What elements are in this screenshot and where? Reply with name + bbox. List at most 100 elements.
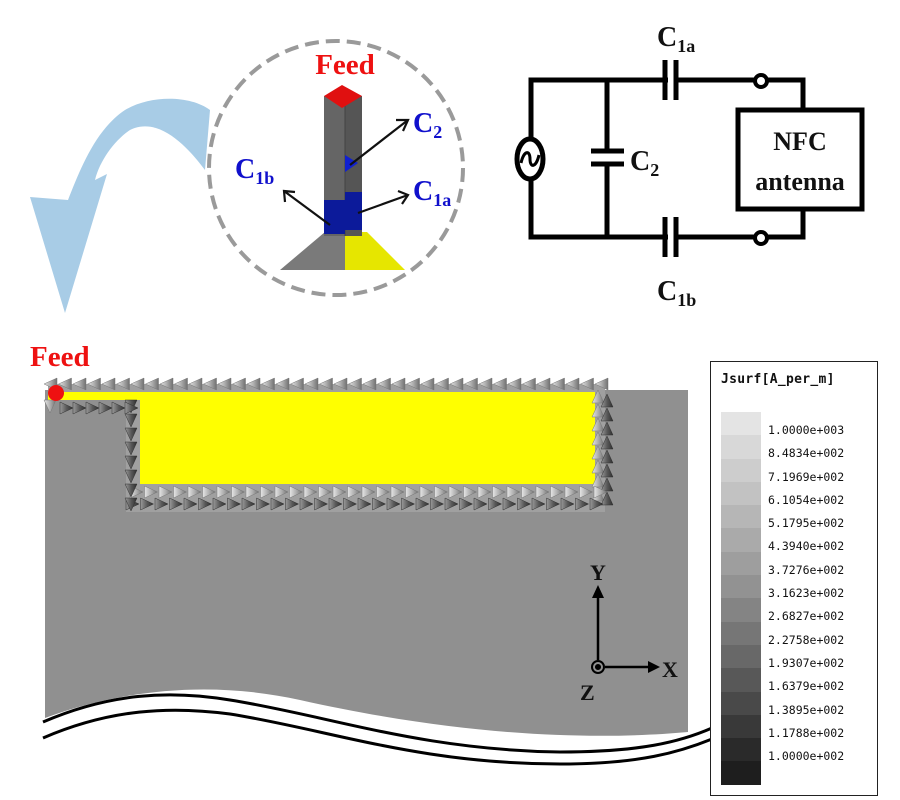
feed-top bbox=[324, 85, 362, 108]
legend-swatch bbox=[721, 644, 761, 669]
legend-label: 1.1788e+002 bbox=[768, 725, 845, 740]
current-arrow bbox=[333, 377, 348, 391]
current-arrow bbox=[332, 485, 347, 499]
current-arrow bbox=[430, 497, 445, 511]
current-arrow bbox=[600, 491, 614, 506]
legend-title: Jsurf[A_per_m] bbox=[721, 372, 835, 387]
current-arrow bbox=[579, 485, 594, 499]
legend-swatch bbox=[721, 621, 761, 645]
legend-label: 1.9307e+002 bbox=[768, 655, 845, 670]
current-arrow bbox=[57, 377, 72, 391]
current-arrow bbox=[492, 377, 507, 391]
current-arrow bbox=[434, 377, 449, 391]
current-vector-arrows bbox=[43, 377, 614, 512]
current-arrow bbox=[434, 485, 449, 499]
current-arrow bbox=[43, 399, 57, 414]
axis-x-label: X bbox=[662, 657, 678, 682]
annotation-arrows bbox=[282, 118, 410, 226]
current-arrow bbox=[600, 407, 614, 422]
current-arrow bbox=[303, 485, 318, 499]
current-arrow bbox=[256, 497, 271, 511]
current-arrow bbox=[444, 497, 459, 511]
current-arrow bbox=[594, 377, 609, 391]
current-arrow bbox=[600, 393, 614, 408]
current-arrow bbox=[202, 377, 217, 391]
axis-z-label: Z bbox=[580, 680, 595, 705]
legend-label: 3.1623e+002 bbox=[768, 586, 845, 601]
current-arrow bbox=[72, 401, 87, 415]
current-arrow bbox=[187, 485, 202, 499]
legend-swatch bbox=[721, 714, 761, 739]
current-simulation: Feed Y X Z bbox=[30, 341, 713, 766]
current-arrow bbox=[386, 497, 401, 511]
current-arrow bbox=[274, 485, 289, 499]
current-arrow bbox=[140, 497, 155, 511]
current-arrow bbox=[473, 497, 488, 511]
current-arrow bbox=[401, 497, 416, 511]
current-arrow bbox=[231, 377, 246, 391]
current-arrow bbox=[390, 485, 405, 499]
inset-c1b-label: C1b bbox=[235, 154, 274, 188]
current-arrow bbox=[101, 377, 116, 391]
current-arrow bbox=[419, 485, 434, 499]
current-arrow bbox=[488, 497, 503, 511]
current-arrow bbox=[463, 485, 478, 499]
current-arrow bbox=[376, 485, 391, 499]
current-arrow bbox=[318, 377, 333, 391]
c1b-pad bbox=[324, 200, 345, 234]
current-arrow bbox=[591, 417, 605, 432]
current-arrow bbox=[560, 497, 575, 511]
current-arrow bbox=[86, 377, 101, 391]
current-arrow bbox=[600, 421, 614, 436]
curved-pointer-arrow bbox=[30, 98, 210, 313]
antenna-label-line1: NFC bbox=[773, 127, 826, 156]
current-arrow bbox=[202, 485, 217, 499]
current-arrow bbox=[217, 377, 232, 391]
current-arrow bbox=[507, 377, 522, 391]
current-arrow bbox=[124, 441, 138, 456]
current-arrow bbox=[535, 485, 550, 499]
legend-swatch bbox=[721, 481, 761, 506]
current-arrow bbox=[231, 485, 246, 499]
current-arrow bbox=[521, 377, 536, 391]
current-arrow bbox=[299, 497, 314, 511]
current-arrow bbox=[124, 469, 138, 484]
current-arrow bbox=[546, 497, 561, 511]
current-arrow bbox=[420, 377, 435, 391]
sim-feed-label: Feed bbox=[30, 341, 90, 373]
current-arrow bbox=[130, 377, 145, 391]
legend-label: 6.1054e+002 bbox=[768, 492, 845, 507]
legend-label: 1.3895e+002 bbox=[768, 702, 845, 717]
current-arrow bbox=[521, 485, 536, 499]
current-arrow bbox=[502, 497, 517, 511]
legend-label: 1.6379e+002 bbox=[768, 679, 845, 694]
terminal-top bbox=[753, 73, 769, 89]
current-arrow bbox=[550, 485, 565, 499]
current-arrow bbox=[600, 463, 614, 478]
current-arrow bbox=[124, 427, 138, 442]
current-arrow bbox=[591, 403, 605, 418]
break-line-upper bbox=[42, 693, 713, 754]
current-arrow bbox=[124, 455, 138, 470]
current-arrow bbox=[111, 401, 126, 415]
current-arrow bbox=[448, 485, 463, 499]
c1a-pad bbox=[345, 192, 362, 230]
current-arrow bbox=[318, 485, 333, 499]
current-arrow bbox=[506, 485, 521, 499]
current-arrow bbox=[463, 377, 478, 391]
current-arrow bbox=[347, 377, 362, 391]
current-arrow bbox=[241, 497, 256, 511]
legend-swatch bbox=[721, 458, 761, 482]
circuit-c2-label: C2 bbox=[630, 146, 659, 180]
current-arrow bbox=[144, 377, 159, 391]
circuit-labels: C1a C1b C2 NFC antenna bbox=[630, 22, 845, 310]
current-arrow bbox=[565, 377, 580, 391]
legend-label: 2.6827e+002 bbox=[768, 609, 845, 624]
current-arrow bbox=[492, 485, 507, 499]
current-arrow bbox=[591, 459, 605, 474]
legend-swatch bbox=[721, 551, 761, 576]
legend-swatch bbox=[721, 598, 761, 622]
legend-swatch bbox=[721, 528, 761, 552]
